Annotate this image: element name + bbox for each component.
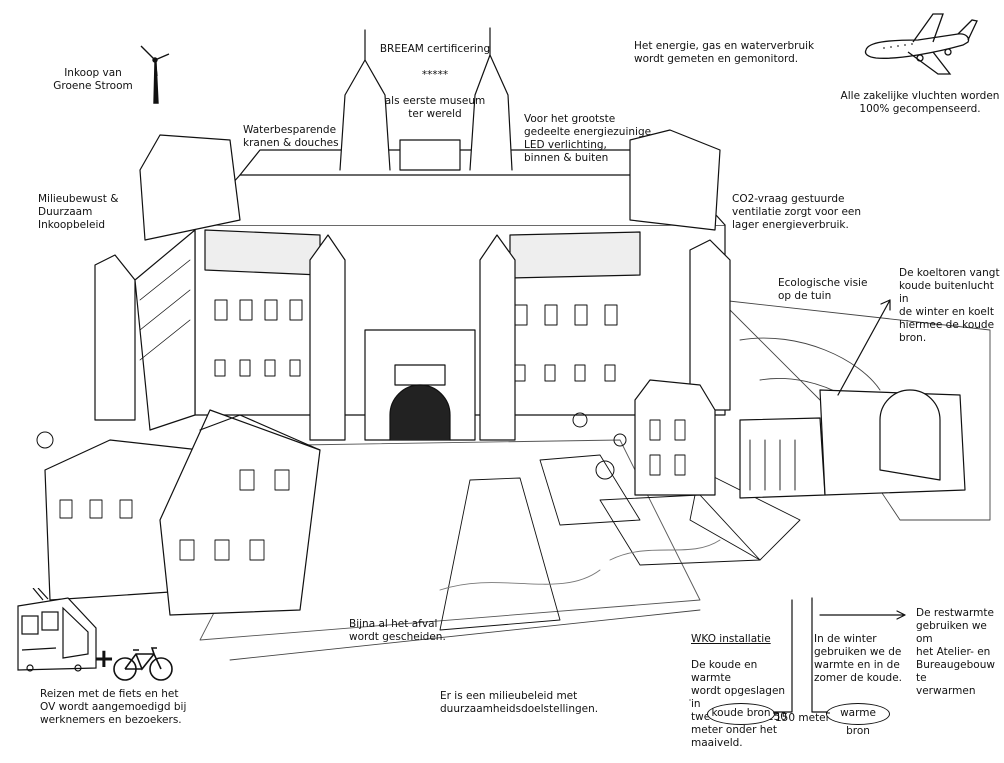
cycling-note: Reizen met de fiets en het OV wordt aang… xyxy=(40,688,187,726)
airplane-icon xyxy=(864,13,978,75)
warm-source-oval: warme bron xyxy=(826,703,890,737)
co2-note: CO2-vraag gestuurde ventilatie zorgt voo… xyxy=(732,193,862,231)
residual-heat-arrow xyxy=(819,610,906,620)
office-buildings xyxy=(44,409,321,616)
cold-source-oval: koude bron xyxy=(707,703,775,725)
waste-note: Bijna al het afval wordt gescheiden. xyxy=(349,618,446,643)
led-note: Voor het grootste gedeelte energiezuinig… xyxy=(524,113,652,164)
wind-turbine-icon xyxy=(140,45,170,104)
rijksmuseum-building xyxy=(94,27,731,441)
atelier-building xyxy=(634,379,966,499)
wko-title: WKO installatie xyxy=(691,633,771,645)
cooling-tower-note: De koeltoren vangt koude buitenlucht in … xyxy=(899,267,1000,344)
water-saving-note: Waterbesparende kranen & douches xyxy=(243,124,339,149)
distance-label: 150 meter xyxy=(775,712,830,724)
trees xyxy=(36,412,627,480)
cooling-tower-arrow xyxy=(837,299,891,396)
policy-note: Er is een milieubeleid met duurzaamheids… xyxy=(440,690,599,715)
purchasing-note: Milieubewust & Duurzaam Inkoopbeleid xyxy=(38,193,119,231)
wko-connector xyxy=(773,712,830,714)
flights-note: Alle zakelijke vluchten worden 100% geco… xyxy=(840,90,1000,115)
garden-note: Ecologische visie op de tuin xyxy=(778,277,868,302)
museum-illustration xyxy=(36,27,991,713)
tram-icon xyxy=(17,588,97,672)
bicycle-icon xyxy=(113,647,173,681)
breeam-subtitle: als eerste museum ter wereld xyxy=(384,95,486,120)
breeam-stars: ***** xyxy=(421,69,449,81)
residual-heat-note: De restwarmte gebruiken we om het Atelie… xyxy=(916,607,995,697)
plus-icon: + xyxy=(93,644,115,674)
breeam-note: BREEAM certificering ***** als eerste mu… xyxy=(370,30,500,134)
breeam-title: BREEAM certificering xyxy=(379,43,491,55)
green-power-note: Inkoop van Groene Stroom xyxy=(53,67,133,92)
winter-summer-note: In de winter gebruiken we de warmte en i… xyxy=(814,633,902,684)
metering-note: Het energie, gas en waterverbruik wordt … xyxy=(634,40,815,65)
